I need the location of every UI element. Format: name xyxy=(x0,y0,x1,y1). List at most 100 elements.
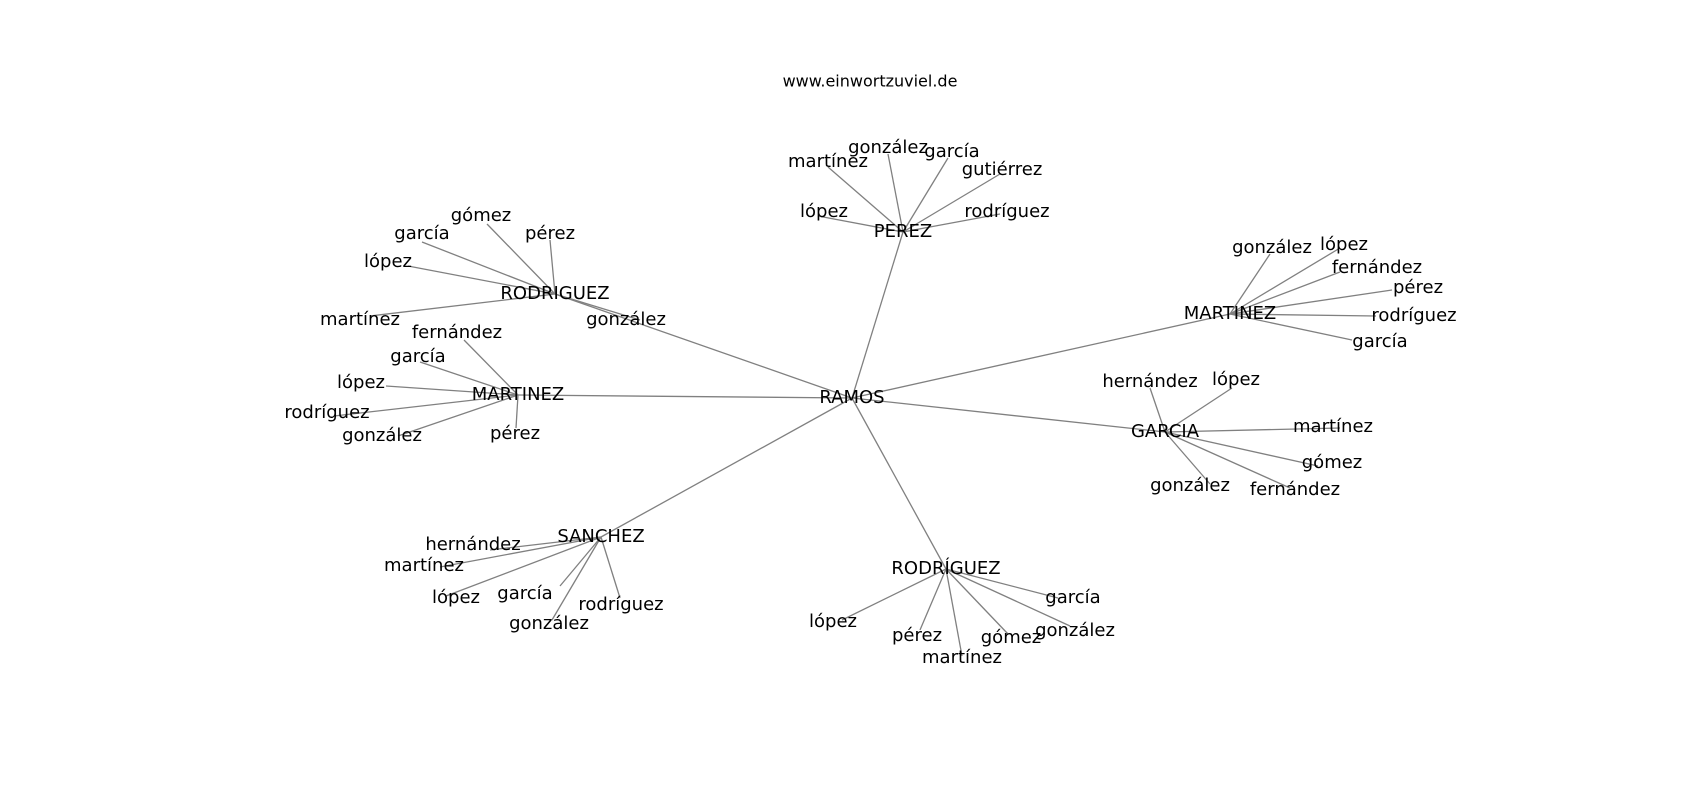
edge-center-rodriguez-top-left xyxy=(554,293,853,399)
leaf-label: hernández xyxy=(425,534,520,555)
leaf-label: pérez xyxy=(892,625,942,646)
leaf-label: martínez xyxy=(320,309,400,330)
leaf-label: rodríguez xyxy=(578,594,663,615)
edge-martinez-right-leaf xyxy=(1229,289,1393,315)
edge-rodriguez-bottom-leaf xyxy=(945,568,963,657)
edge-rodriguez-bottom-leaf xyxy=(945,568,1009,635)
leaf-label: gonzález xyxy=(342,425,422,446)
hub-label-garcia: GARCIA xyxy=(1131,421,1200,442)
edge-rodriguez-top-left-leaf xyxy=(407,265,556,295)
leaf-label: gutiérrez xyxy=(962,159,1043,180)
edge-perez-leaf xyxy=(902,173,1001,233)
edge-garcia-leaf xyxy=(1164,387,1233,433)
edge-perez-leaf xyxy=(887,153,904,233)
leaf-label: fernández xyxy=(1250,479,1340,500)
leaf-label: gonzález xyxy=(1232,237,1312,258)
site-url: www.einwortzuviel.de xyxy=(783,72,958,91)
edge-perez-leaf xyxy=(827,166,904,233)
edge-sanchez-leaf xyxy=(439,536,602,568)
leaf-label: lópez xyxy=(364,251,412,272)
edge-garcia-leaf xyxy=(1164,431,1211,485)
leaf-label: hernández xyxy=(1102,371,1197,392)
edge-garcia-leaf xyxy=(1164,431,1319,467)
leaf-label: martínez xyxy=(788,151,868,172)
leaf-label: gonzález xyxy=(1150,475,1230,496)
leaf-label: gómez xyxy=(981,627,1042,648)
edge-sanchez-leaf xyxy=(551,536,602,621)
edge-garcia-leaf xyxy=(1164,427,1341,433)
leaf-label: garcía xyxy=(1045,587,1100,608)
leaf-label: gómez xyxy=(1302,452,1363,473)
leaf-label: fernández xyxy=(1332,257,1422,278)
leaf-label: martínez xyxy=(1293,416,1373,437)
edge-rodriguez-bottom-leaf xyxy=(945,568,1071,627)
leaf-label: lópez xyxy=(432,587,480,608)
leaf-label: garcía xyxy=(390,346,445,367)
hub-label-perez: PEREZ xyxy=(874,221,932,242)
leaf-label: rodríguez xyxy=(964,201,1049,222)
leaf-label: rodríguez xyxy=(1371,305,1456,326)
leaf-label: garcía xyxy=(1352,331,1407,352)
edge-martinez-right-leaf xyxy=(1229,247,1341,315)
edge-rodriguez-top-left-leaf xyxy=(549,239,556,295)
center-node-label: RAMOS xyxy=(819,387,884,408)
edge-rodriguez-bottom-leaf xyxy=(919,568,947,631)
leaf-label: gonzález xyxy=(509,613,589,634)
edge-martinez-left-leaf xyxy=(397,394,519,437)
leaf-label: fernández xyxy=(412,322,502,343)
edge-rodriguez-top-left-leaf xyxy=(554,293,641,321)
edge-martinez-left-leaf xyxy=(463,339,519,396)
edge-sanchez-leaf xyxy=(600,536,621,599)
edge-rodriguez-top-left-leaf xyxy=(369,293,556,317)
edge-center-martinez-right xyxy=(851,313,1231,399)
leaf-label: pérez xyxy=(490,423,540,444)
leaf-label: pérez xyxy=(525,223,575,244)
leaf-label: lópez xyxy=(337,372,385,393)
edge-martinez-right-leaf xyxy=(1229,313,1353,341)
leaf-label: gonzález xyxy=(1035,620,1115,641)
edge-martinez-left-leaf xyxy=(515,394,519,429)
hub-label-sanchez: SANCHEZ xyxy=(557,526,644,547)
leaf-label: gómez xyxy=(451,205,512,226)
leaf-label: rodríguez xyxy=(284,402,369,423)
leaf-label: garcía xyxy=(497,583,552,604)
edge-center-garcia xyxy=(851,397,1166,433)
edge-rodriguez-bottom-leaf xyxy=(841,568,947,621)
leaf-label: gonzález xyxy=(848,137,928,158)
hub-label-martinez-left: MARTINEZ xyxy=(472,384,565,405)
leaf-label: lópez xyxy=(1320,234,1368,255)
edge-martinez-left-leaf xyxy=(419,361,519,396)
edge-garcia-leaf xyxy=(1164,431,1291,489)
edge-sanchez-leaf xyxy=(489,536,602,551)
edge-rodriguez-bottom-leaf xyxy=(945,568,1059,599)
edge-perez-leaf xyxy=(817,215,904,233)
edge-center-perez xyxy=(851,231,904,399)
leaf-label: martínez xyxy=(384,555,464,576)
edge-martinez-right-leaf xyxy=(1229,313,1377,317)
edge-martinez-left-leaf xyxy=(333,394,519,417)
edge-rodriguez-top-left-leaf xyxy=(421,241,556,295)
edge-martinez-right-leaf xyxy=(1229,271,1341,315)
edge-sanchez-leaf xyxy=(559,536,602,587)
edge-center-sanchez xyxy=(600,397,853,538)
leaf-label: gonzález xyxy=(586,309,666,330)
leaf-label: lópez xyxy=(1212,369,1260,390)
leaf-label: lópez xyxy=(809,611,857,632)
edge-garcia-leaf xyxy=(1149,387,1166,433)
edge-perez-leaf xyxy=(902,213,1001,233)
edge-perez-leaf xyxy=(902,157,949,233)
hub-label-rodriguez-bottom: RODRÍGUEZ xyxy=(891,557,1000,579)
edge-center-rodriguez-bottom xyxy=(851,397,947,570)
edges xyxy=(333,153,1393,657)
edge-martinez-right-leaf xyxy=(1229,253,1271,315)
edge-sanchez-leaf xyxy=(445,536,602,597)
leaf-label: garcía xyxy=(394,223,449,244)
leaf-label: garcía xyxy=(924,141,979,162)
leaf-label: lópez xyxy=(800,201,848,222)
edge-martinez-left-leaf xyxy=(385,385,519,396)
leaf-label: pérez xyxy=(1393,277,1443,298)
edge-center-martinez-left xyxy=(517,394,853,399)
hub-label-rodriguez-top-left: RODRIGUEZ xyxy=(500,283,609,304)
